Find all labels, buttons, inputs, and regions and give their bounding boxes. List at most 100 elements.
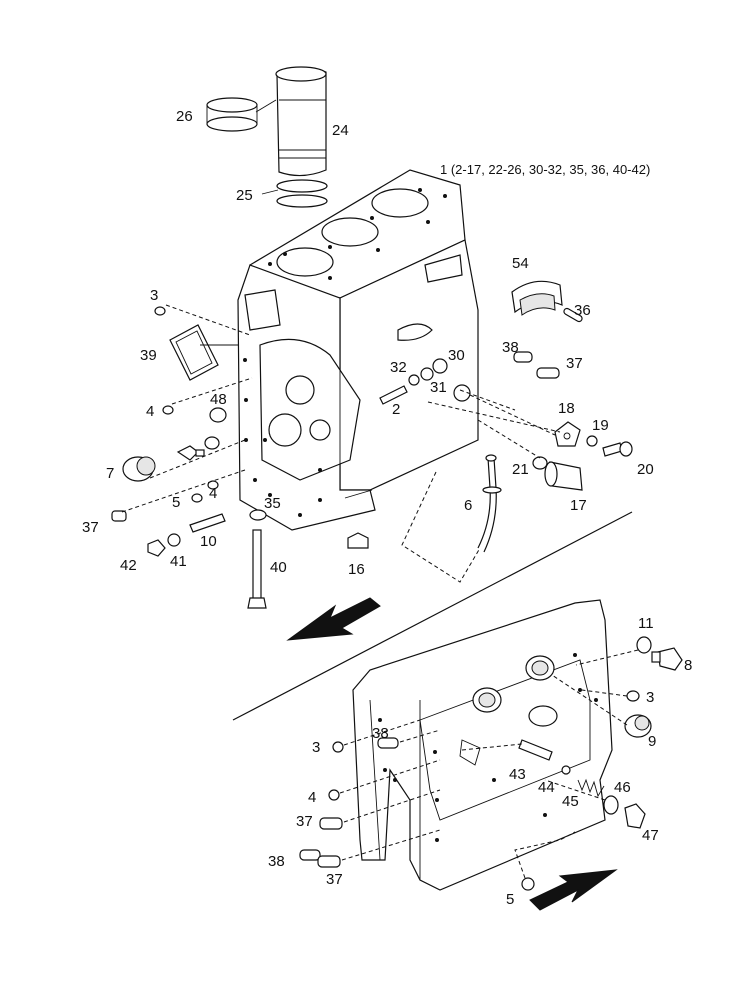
callout-6: 6 xyxy=(464,497,472,514)
liner-seal-ring-26 xyxy=(206,97,258,132)
bearing-54 xyxy=(511,280,563,316)
callout-17: 17 xyxy=(570,497,587,514)
liner-o-ring-25 xyxy=(276,179,328,208)
plug-8 xyxy=(651,647,683,671)
callout-30: 30 xyxy=(448,347,465,364)
dowel-38 xyxy=(513,351,533,363)
callout-35: 35 xyxy=(264,495,281,512)
callout-38c: 38 xyxy=(268,853,285,870)
bracket-18 xyxy=(554,421,581,447)
callout-3c: 3 xyxy=(646,689,654,706)
callout-3a: 3 xyxy=(150,287,158,304)
callout-39: 39 xyxy=(140,347,157,364)
callout-47: 47 xyxy=(642,827,659,844)
stud-2 xyxy=(379,385,408,405)
callout-9: 9 xyxy=(648,733,656,750)
washer-19 xyxy=(586,435,598,447)
callout-4c: 4 xyxy=(308,789,316,806)
callout-43: 43 xyxy=(509,766,526,783)
callout-37c: 37 xyxy=(296,813,313,830)
view-direction-arrow-top xyxy=(286,597,381,641)
callout-10: 10 xyxy=(200,533,217,550)
engine-block-rear xyxy=(352,599,613,891)
view-direction-arrow-bottom xyxy=(529,869,618,911)
dowel-38c xyxy=(299,849,321,861)
o-ring-21 xyxy=(532,456,548,470)
callout-32: 32 xyxy=(390,359,407,376)
callout-11: 11 xyxy=(638,615,654,632)
upper-leader-lines xyxy=(121,304,561,583)
callout-40: 40 xyxy=(270,559,287,576)
callout-37a: 37 xyxy=(566,355,583,372)
dowel-37c xyxy=(319,817,343,830)
dowel-pin-3 xyxy=(154,306,166,316)
callout-4b: 4 xyxy=(209,485,217,502)
callout-37b: 37 xyxy=(82,519,99,536)
callout-3b: 3 xyxy=(312,739,320,756)
dowel-pin-4b xyxy=(207,480,219,490)
stud-43 xyxy=(518,739,553,761)
callout-4a: 4 xyxy=(146,403,154,420)
callout-25: 25 xyxy=(236,187,253,204)
dowel-pin-5b xyxy=(521,877,535,891)
ball-44 xyxy=(561,765,571,775)
assembly-note: 1 (2-17, 22-26, 30-32, 35, 36, 40-42) xyxy=(440,162,650,177)
callout-36: 36 xyxy=(574,302,591,319)
callout-7: 7 xyxy=(106,465,114,482)
washer-11 xyxy=(636,636,652,654)
nut-washer-30-32 xyxy=(408,358,448,386)
callout-18: 18 xyxy=(558,400,575,417)
callout-45: 45 xyxy=(562,793,579,810)
welch-plug-7 xyxy=(122,456,156,482)
drain-plug-16 xyxy=(347,532,369,549)
lower-leader-lines xyxy=(339,649,639,879)
dipstick-tube-6 xyxy=(477,454,502,553)
dowel-pin-5 xyxy=(191,493,203,503)
callout-5a: 5 xyxy=(172,494,180,511)
bolt-20 xyxy=(602,441,633,457)
cover-gasket-39 xyxy=(169,324,219,381)
callout-5b: 5 xyxy=(506,891,514,908)
dowel-pin-3c xyxy=(626,690,640,702)
view-separator-line xyxy=(232,511,633,721)
callout-26: 26 xyxy=(176,108,193,125)
dowel-pin-4 xyxy=(162,405,174,415)
callout-8: 8 xyxy=(684,657,692,674)
callout-46: 46 xyxy=(614,779,631,796)
plug-47 xyxy=(624,803,646,829)
callout-labels: 26 24 25 54 3 36 39 38 30 32 37 31 2 4 4… xyxy=(82,108,692,908)
welch-plug-9 xyxy=(624,714,652,738)
dowel-pin-4c xyxy=(328,789,340,801)
callout-48: 48 xyxy=(210,391,227,408)
spring-45 xyxy=(577,778,605,798)
callout-41: 41 xyxy=(170,553,187,570)
stud-40 xyxy=(247,529,267,609)
dowel-38b xyxy=(377,737,399,749)
callout-54: 54 xyxy=(512,255,529,272)
callout-2: 2 xyxy=(392,401,400,418)
cylinder-liner xyxy=(275,66,327,177)
callout-24: 24 xyxy=(332,122,349,139)
washer-46 xyxy=(603,795,619,815)
callout-31: 31 xyxy=(430,379,447,396)
callout-38a: 38 xyxy=(502,339,519,356)
dowel-pin-3b xyxy=(332,741,344,753)
callout-42: 42 xyxy=(120,557,137,574)
hex-plug xyxy=(176,445,205,461)
washer-35 xyxy=(249,509,267,521)
callout-21: 21 xyxy=(512,461,529,478)
plug-48 xyxy=(204,407,227,450)
engine-block xyxy=(237,169,479,531)
callout-44: 44 xyxy=(538,779,555,796)
callout-19: 19 xyxy=(592,417,609,434)
pin-36 xyxy=(563,307,583,323)
callout-38b: 38 xyxy=(372,725,389,742)
dowel-37d xyxy=(317,855,341,868)
stud-10 xyxy=(189,513,226,533)
callout-37d: 37 xyxy=(326,871,343,888)
dowel-37 xyxy=(111,510,127,522)
callout-16: 16 xyxy=(348,561,365,578)
nut-washer-41-42 xyxy=(147,533,181,557)
housing-17 xyxy=(544,461,583,491)
